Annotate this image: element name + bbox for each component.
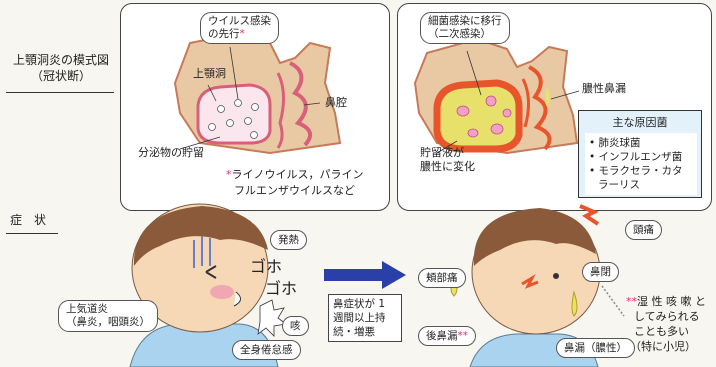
title-underline — [6, 92, 114, 93]
diagram-title-line2: （冠状断） — [6, 68, 116, 84]
virus-line1: ウイルス感染 — [208, 15, 271, 28]
purulent-label: 膿性鼻漏 — [582, 82, 626, 96]
uri-callout: 上気道炎 （鼻炎，咽頭炎） — [58, 300, 158, 332]
wet-cough-mark: ** — [626, 295, 637, 308]
diagram-title-line1: 上顎洞炎の模式図 — [6, 52, 116, 68]
wet-cough-line3: ことも多い — [626, 324, 706, 339]
symptoms-label: 症 状 — [10, 213, 46, 227]
uri-line2: （鼻炎，咽頭炎） — [66, 316, 150, 329]
progression-arrow — [324, 260, 408, 290]
headache-callout: 頭痛 — [625, 220, 662, 240]
progression-line3: 続・増悪 — [333, 325, 397, 339]
symptoms-underline — [6, 233, 58, 234]
fatigue-callout: 全身倦怠感 — [232, 340, 301, 360]
bacteria-line1: 細菌感染に移行 — [428, 15, 502, 28]
virus-footnote: *ライノウイルス，パライン — [226, 168, 364, 182]
virus-infection-callout: ウイルス感染 の先行* — [200, 12, 279, 44]
virus-footnote-mark: * — [240, 28, 245, 40]
pathogen-item: • インフルエンザ菌 — [589, 150, 693, 164]
pathogen-list: • 肺炎球菌 • インフルエンザ菌 • モラクセラ・カタ ラーリス — [585, 133, 697, 195]
progression-note: 鼻症状が 1 週間以上持 続・増悪 — [328, 294, 402, 342]
wet-cough-line1: 湿 性 咳 嗽 と — [637, 295, 706, 308]
pool-line1: 貯留液が — [420, 146, 464, 160]
postnasal-label: 後鼻漏 — [426, 330, 458, 342]
progression-line1: 鼻症状が 1 — [333, 297, 397, 311]
cough-callout: 咳 — [282, 316, 309, 336]
wet-cough-line2: してみられる — [626, 309, 706, 324]
pool-line2: 膿性に変化 — [420, 160, 475, 174]
virus-line2: の先行 — [208, 28, 240, 40]
pathogen-box: 主な原因菌 • 肺炎球菌 • インフルエンザ菌 • モラクセラ・カタ ラーリス — [578, 110, 702, 198]
patient-illustration-left — [110, 196, 340, 367]
maxillary-sinus-label: 上顎洞 — [193, 67, 226, 81]
pathogen-item: ラーリス — [589, 178, 693, 192]
progression-line2: 週間以上持 — [333, 311, 397, 325]
wet-cough-note: **湿 性 咳 嗽 と してみられる ことも多い （特に小児） — [626, 294, 706, 354]
pathogen-item: • モラクセラ・カタ — [589, 164, 693, 178]
cheek-pain-callout: 頬部痛 — [418, 268, 466, 288]
nasal-block-arrow — [598, 282, 628, 322]
secretion-label: 分泌物の貯留 — [138, 146, 204, 160]
nasal-block-callout: 鼻閉 — [582, 262, 619, 282]
uri-line1: 上気道炎 — [66, 303, 150, 316]
postnasal-mark: ** — [458, 330, 469, 342]
rhinorrhea-callout: 鼻漏（膿性） — [556, 338, 635, 358]
nasal-cavity-label: 鼻腔 — [325, 96, 347, 110]
bacteria-line2: （二次感染） — [428, 28, 502, 41]
footnote-line1: ライノウイルス，パライン — [232, 168, 364, 181]
fever-callout: 発熱 — [270, 230, 307, 250]
pathogen-title: 主な原因菌 — [579, 114, 701, 130]
pathogen-item: • 肺炎球菌 — [589, 136, 693, 150]
diagram-title: 上顎洞炎の模式図 （冠状断） — [6, 52, 116, 84]
bacterial-infection-callout: 細菌感染に移行 （二次感染） — [420, 12, 510, 44]
wet-cough-line4: （特に小児） — [626, 339, 706, 354]
cough-sound-1: ゴホ — [250, 260, 282, 274]
postnasal-callout: 後鼻漏** — [418, 326, 476, 346]
cough-sound-2: ゴホ — [265, 282, 297, 296]
